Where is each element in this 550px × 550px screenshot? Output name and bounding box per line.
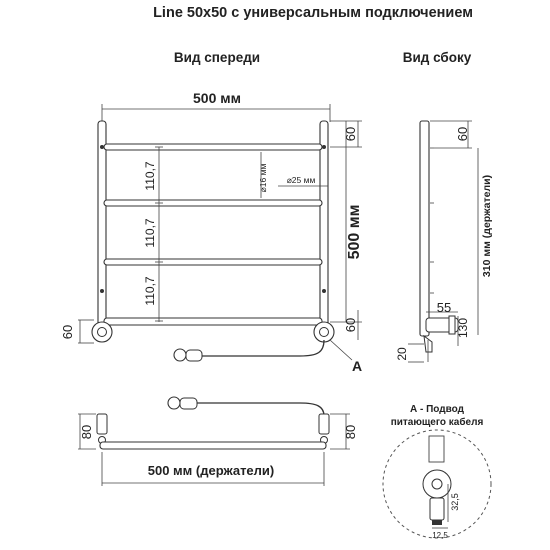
left-post — [97, 120, 107, 334]
mount-dot — [322, 289, 326, 293]
bottom-offset-right-label: 60 — [343, 318, 358, 332]
detail-a-outlet — [431, 478, 443, 490]
detail-a-circle — [382, 429, 492, 539]
spacing-label-2: 110,7 — [143, 218, 157, 247]
side-view: 60 310 мм (держатели) 55 130 20 — [395, 120, 493, 363]
side-cable-outlet — [423, 334, 433, 353]
top-rail — [99, 441, 327, 450]
crossbar-1 — [103, 143, 323, 151]
power-cable — [200, 339, 325, 357]
spacing-label-1: 110,7 — [143, 161, 157, 190]
crossbar-3 — [103, 258, 323, 266]
mount-dot — [322, 145, 326, 149]
mount-dot — [100, 289, 104, 293]
side-depth-label: 55 — [437, 300, 451, 315]
front-view: 500 мм 110,7 110,7 110,7 ⌀16 мм — [60, 90, 363, 374]
detail-a-cable-end — [432, 520, 442, 525]
mount-dot — [100, 145, 104, 149]
left-flange-inner — [97, 327, 107, 337]
diameter-large-label: ⌀25 мм — [287, 175, 316, 185]
detail-a-post — [428, 435, 445, 463]
bottom-offset-left-label: 60 — [60, 325, 75, 339]
side-view-heading: Вид сбоку — [403, 50, 472, 65]
top-cable — [196, 402, 325, 417]
detail-a-title-line2: питающего кабеля — [391, 416, 484, 428]
right-flange-inner — [319, 327, 329, 337]
spacing-label-3: 110,7 — [143, 276, 157, 305]
top-offset-label: 60 — [343, 127, 358, 141]
top-plug-head — [167, 396, 181, 410]
side-holder-label: 310 мм (держатели) — [481, 175, 493, 277]
top-plug-body — [179, 397, 198, 410]
detail-a-vertical-label: 32,5 — [450, 493, 460, 511]
top-left-bracket — [96, 413, 108, 435]
front-view-heading: Вид спереди — [174, 50, 260, 65]
connection-leader — [329, 339, 353, 361]
side-bracket-label: 130 — [456, 318, 470, 338]
side-post — [419, 120, 430, 337]
right-post — [319, 120, 329, 334]
top-width-label: 500 мм (держатели) — [148, 463, 275, 478]
front-width-label: 500 мм — [193, 90, 241, 106]
top-view: 80 80 500 мм (держатели) — [78, 396, 358, 486]
wall-plate — [448, 315, 456, 335]
drawing-title: Line 50x50 с универсальным подключением — [153, 5, 473, 21]
crossbar-2 — [103, 199, 323, 207]
crossbar-4 — [103, 317, 323, 326]
plug-body — [185, 349, 203, 362]
diameter-small-label: ⌀16 мм — [258, 164, 268, 193]
top-left-depth-label: 80 — [79, 425, 94, 439]
side-bottom-label: 20 — [395, 347, 409, 361]
top-right-bracket — [318, 413, 330, 435]
plug-head — [173, 348, 187, 362]
side-top-offset-label: 60 — [455, 127, 470, 141]
front-height-label: 500 мм — [346, 205, 363, 260]
detail-a-horizontal-label: 12,5 — [432, 531, 448, 540]
detail-a-title-line1: А - Подвод — [410, 404, 465, 415]
connection-marker: A — [352, 358, 362, 374]
detail-a-cable-gland — [429, 497, 445, 521]
top-right-depth-label: 80 — [343, 425, 358, 439]
detail-a: А - Подвод питающего кабеля 32,5 12,5 — [382, 404, 492, 540]
